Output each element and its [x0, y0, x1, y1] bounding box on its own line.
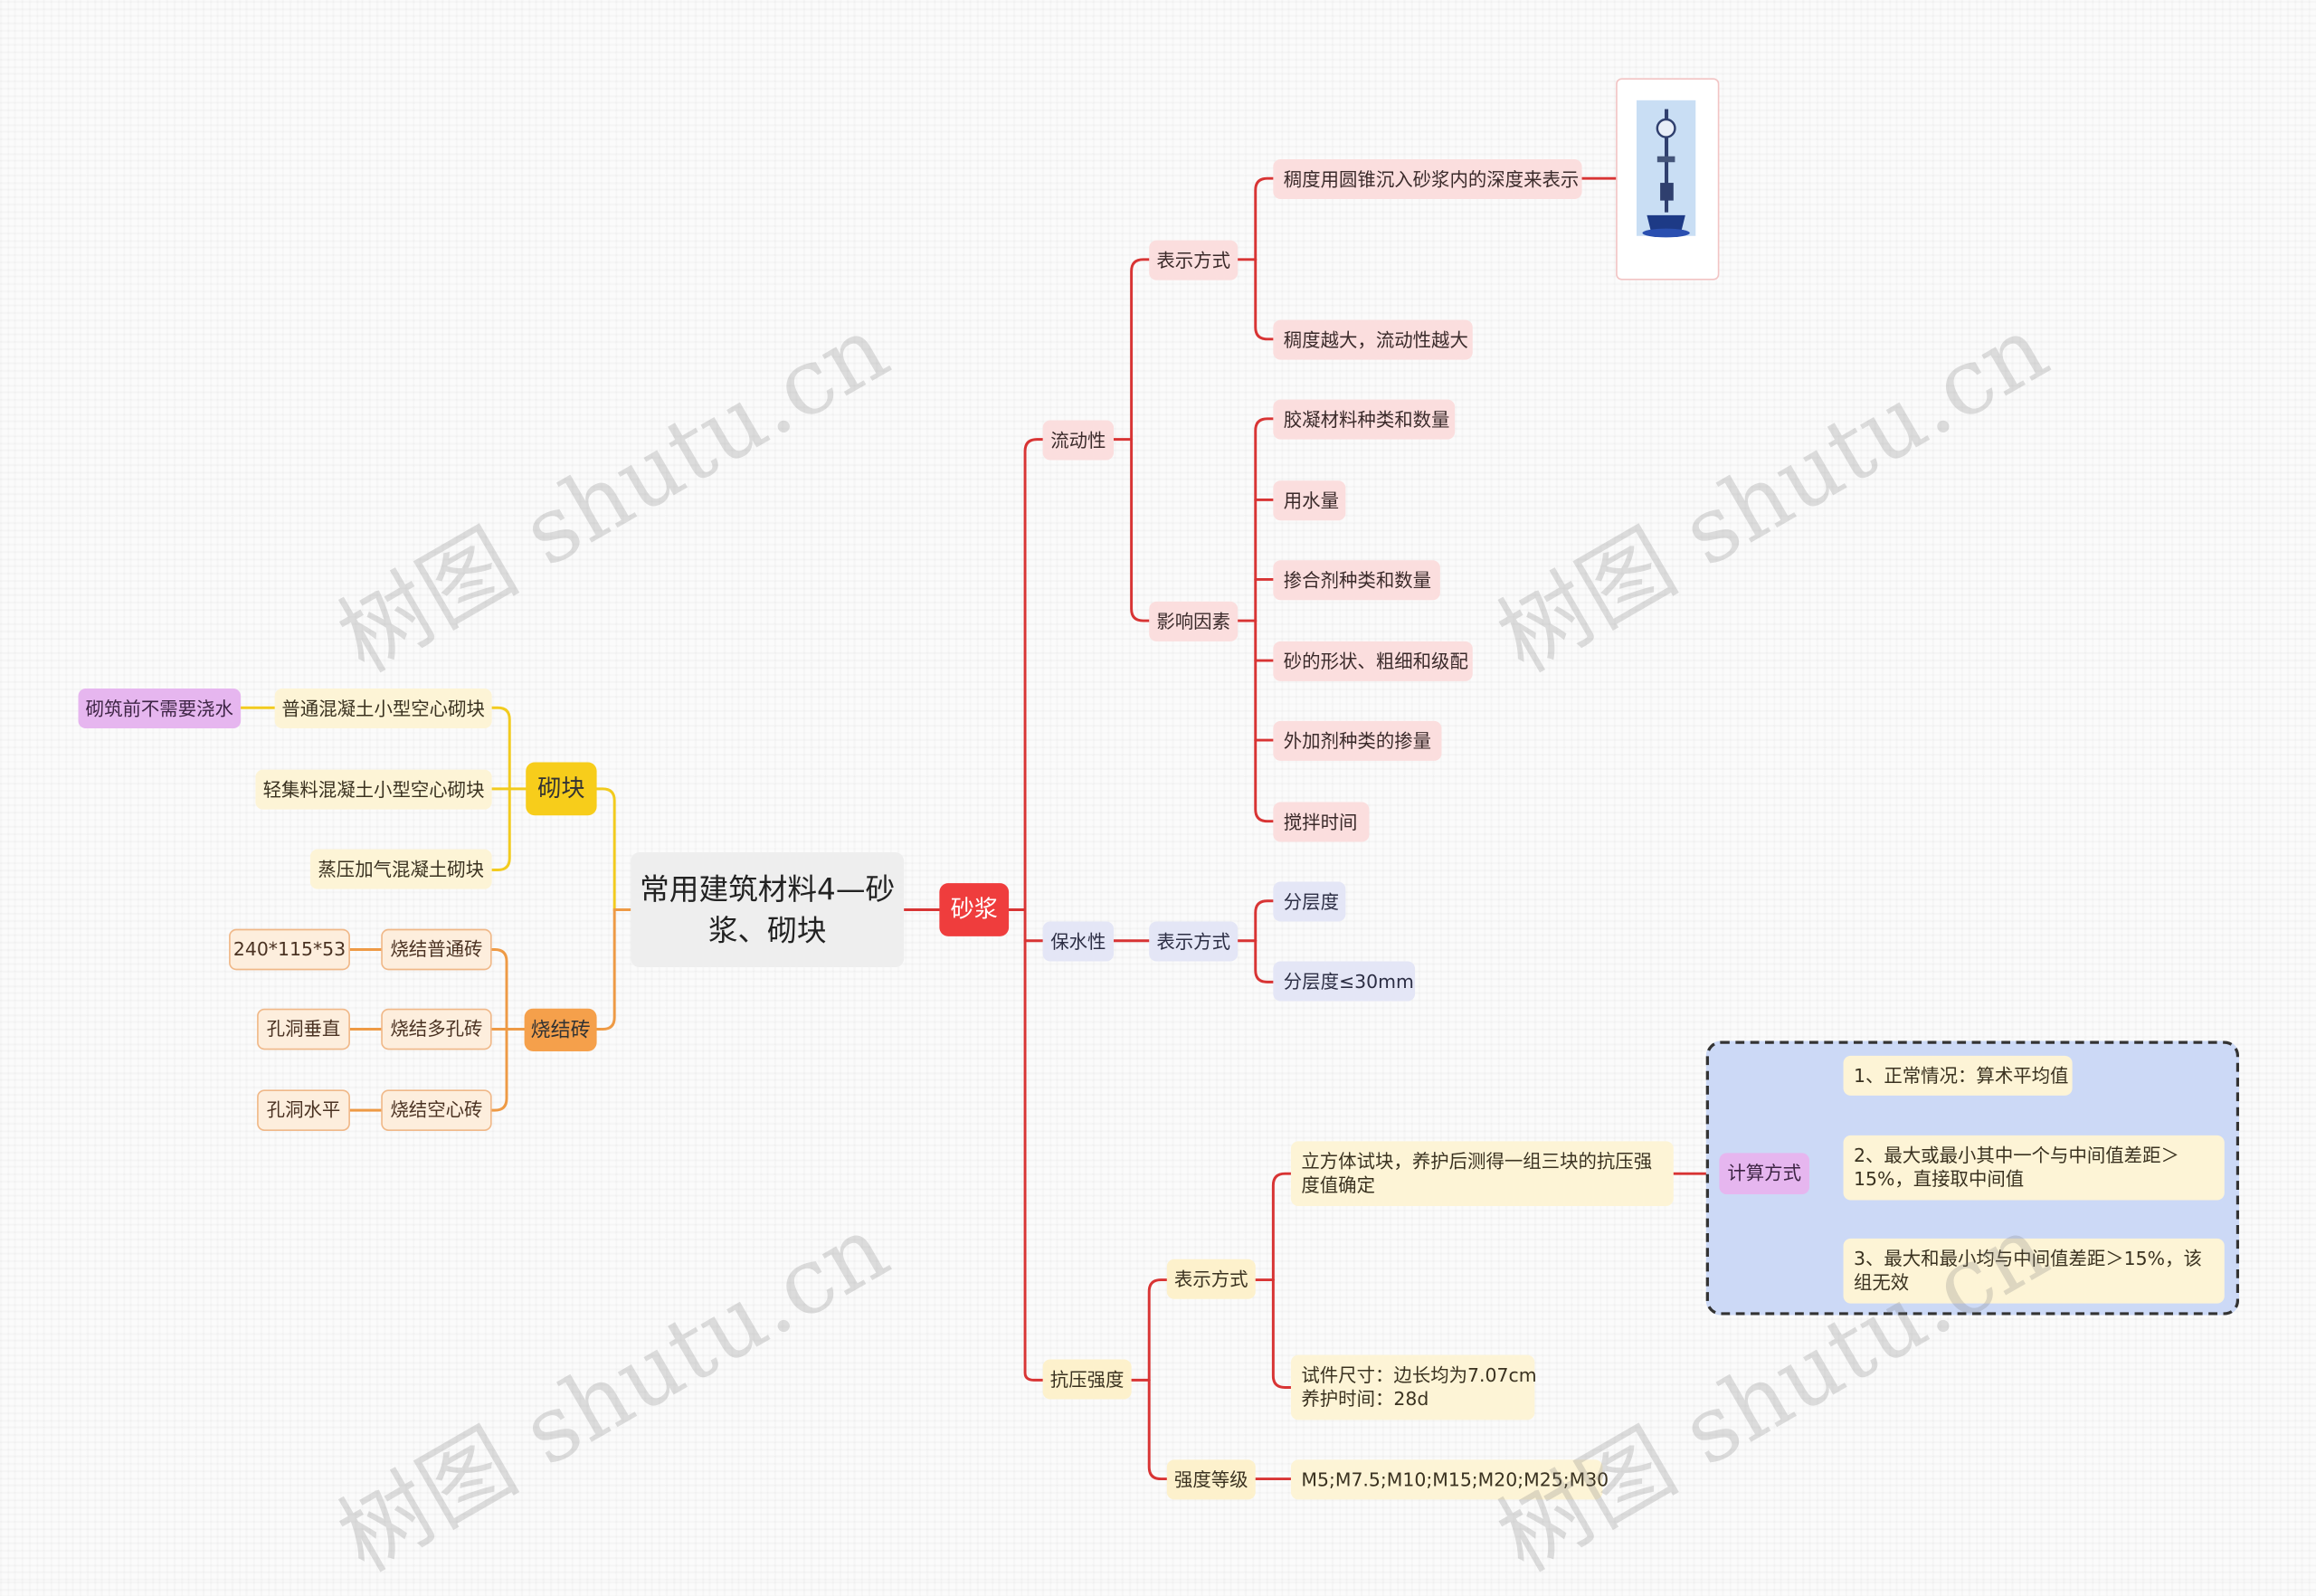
blocks-node[interactable]: 砌块 [526, 763, 596, 816]
block-item[interactable]: 普通混凝土小型空心砌块 [275, 689, 492, 728]
block-note[interactable]: 砌筑前不需要浇水 [79, 689, 242, 728]
factor-item[interactable]: 用水量 [1273, 480, 1345, 520]
water-retention-node[interactable]: 保水性 [1043, 922, 1114, 962]
fluidity-expression-item[interactable]: 稠度越大，流动性越大 [1273, 320, 1472, 360]
strength-grade-value[interactable]: M5;M7.5;M10;M15;M20;M25;M30 [1291, 1459, 1602, 1499]
factor-item[interactable]: 胶凝材料种类和数量 [1273, 400, 1455, 440]
mortar-node[interactable]: 砂浆 [939, 883, 1009, 936]
compressive-expression-node[interactable]: 表示方式 [1167, 1259, 1256, 1299]
block-item[interactable]: 蒸压加气混凝土砌块 [310, 850, 492, 889]
water-retention-expression-node[interactable]: 表示方式 [1149, 922, 1238, 962]
compressive-strength-node[interactable]: 抗压强度 [1043, 1360, 1132, 1400]
calc-item[interactable]: 1、正常情况：算术平均值 [1844, 1056, 2073, 1096]
bricks-node[interactable]: 烧结砖 [525, 1009, 597, 1051]
brick-note[interactable]: 孔洞垂直 [257, 1009, 350, 1050]
water-retention-item[interactable]: 分层度 [1273, 882, 1345, 922]
consistency-tester-image [1616, 78, 1719, 280]
brick-item[interactable]: 烧结空心砖 [381, 1089, 491, 1131]
strength-grade-node[interactable]: 强度等级 [1167, 1459, 1256, 1499]
water-retention-item[interactable]: 分层度≤30mm [1273, 962, 1415, 1002]
brick-note[interactable]: 孔洞水平 [257, 1089, 350, 1131]
calc-item[interactable]: 3、最大和最小均与中间值差距＞15%，该组无效 [1844, 1239, 2225, 1304]
factor-item[interactable]: 外加剂种类的掺量 [1273, 721, 1441, 761]
factor-item[interactable]: 掺合剂种类和数量 [1273, 560, 1439, 600]
calc-item[interactable]: 2、最大或最小其中一个与中间值差距＞15%，直接取中间值 [1844, 1135, 2225, 1201]
fluidity-node[interactable]: 流动性 [1043, 420, 1114, 460]
calc-method-node[interactable]: 计算方式 [1719, 1153, 1809, 1194]
consistency-tester-icon [1618, 80, 1721, 281]
fluidity-factors-node[interactable]: 影响因素 [1149, 602, 1238, 641]
factor-item[interactable]: 搅拌时间 [1273, 803, 1369, 842]
cube-test-node[interactable]: 立方体试块，养护后测得一组三块的抗压强度值确定 [1291, 1141, 1674, 1206]
specimen-node[interactable]: 试件尺寸：边长均为7.07cm 养护时间：28d [1291, 1355, 1534, 1420]
specimen-size-text: 试件尺寸：边长均为7.07cm [1301, 1363, 1536, 1387]
fluidity-expression-item[interactable]: 稠度用圆锥沉入砂浆内的深度来表示 [1273, 159, 1581, 199]
root-title[interactable]: 常用建筑材料4—砂浆、砌块 [631, 852, 904, 967]
fluidity-expression-node[interactable]: 表示方式 [1149, 241, 1238, 280]
brick-item[interactable]: 烧结多孔砖 [381, 1009, 491, 1050]
brick-item[interactable]: 烧结普通砖 [381, 929, 491, 971]
curing-time-text: 养护时间：28d [1301, 1388, 1429, 1411]
block-item[interactable]: 轻集料混凝土小型空心砌块 [255, 770, 491, 810]
brick-note[interactable]: 240*115*53 [229, 929, 350, 971]
factor-item[interactable]: 砂的形状、粗细和级配 [1273, 641, 1472, 681]
